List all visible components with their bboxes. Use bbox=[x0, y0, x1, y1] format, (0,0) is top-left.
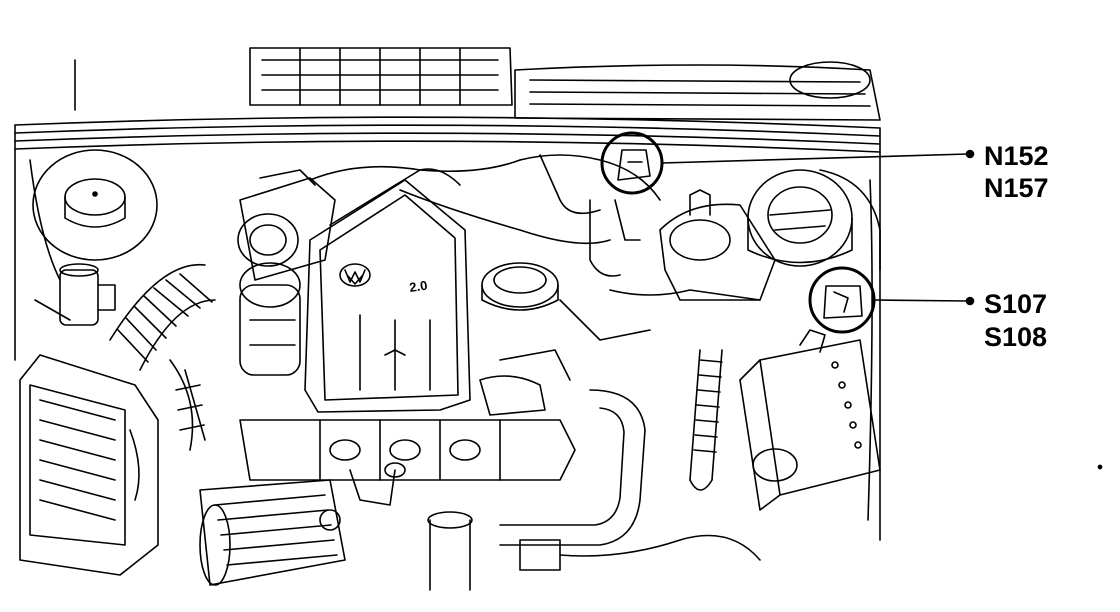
air-filter-box bbox=[20, 355, 158, 575]
washer-reservoir bbox=[60, 264, 115, 325]
engine-cover bbox=[305, 169, 470, 412]
oil-filler-cap bbox=[482, 263, 558, 310]
leader-dot-s107 bbox=[967, 298, 974, 305]
leader-line-n152 bbox=[662, 154, 968, 163]
callout-label-s107: S107 bbox=[984, 289, 1048, 319]
leader-dot-n152 bbox=[967, 151, 974, 158]
leader-line-s107 bbox=[874, 300, 968, 301]
intake-hose bbox=[110, 265, 215, 450]
stray-dot bbox=[1098, 465, 1101, 468]
callout-label-n152: N152 bbox=[984, 141, 1049, 171]
lower-components bbox=[350, 350, 760, 590]
callout-circle-s107 bbox=[810, 268, 874, 332]
vacuum-lines bbox=[310, 155, 760, 340]
hood-seal bbox=[15, 117, 880, 360]
cowl-panel bbox=[75, 48, 880, 120]
right-fender bbox=[868, 128, 880, 540]
right-hose bbox=[690, 350, 722, 490]
alternator bbox=[200, 480, 345, 585]
cylinder-head bbox=[240, 420, 575, 480]
strut-tower bbox=[30, 150, 157, 320]
vw-logo bbox=[340, 264, 370, 286]
reservoir-cap bbox=[748, 170, 880, 270]
coolant-pipe bbox=[500, 390, 645, 545]
callout-label-n157: N157 bbox=[984, 173, 1049, 203]
engine-badge: 2.0 bbox=[408, 278, 428, 295]
coolant-reservoir bbox=[660, 190, 775, 300]
callout-label-s108: S108 bbox=[984, 322, 1048, 352]
battery bbox=[740, 330, 880, 510]
